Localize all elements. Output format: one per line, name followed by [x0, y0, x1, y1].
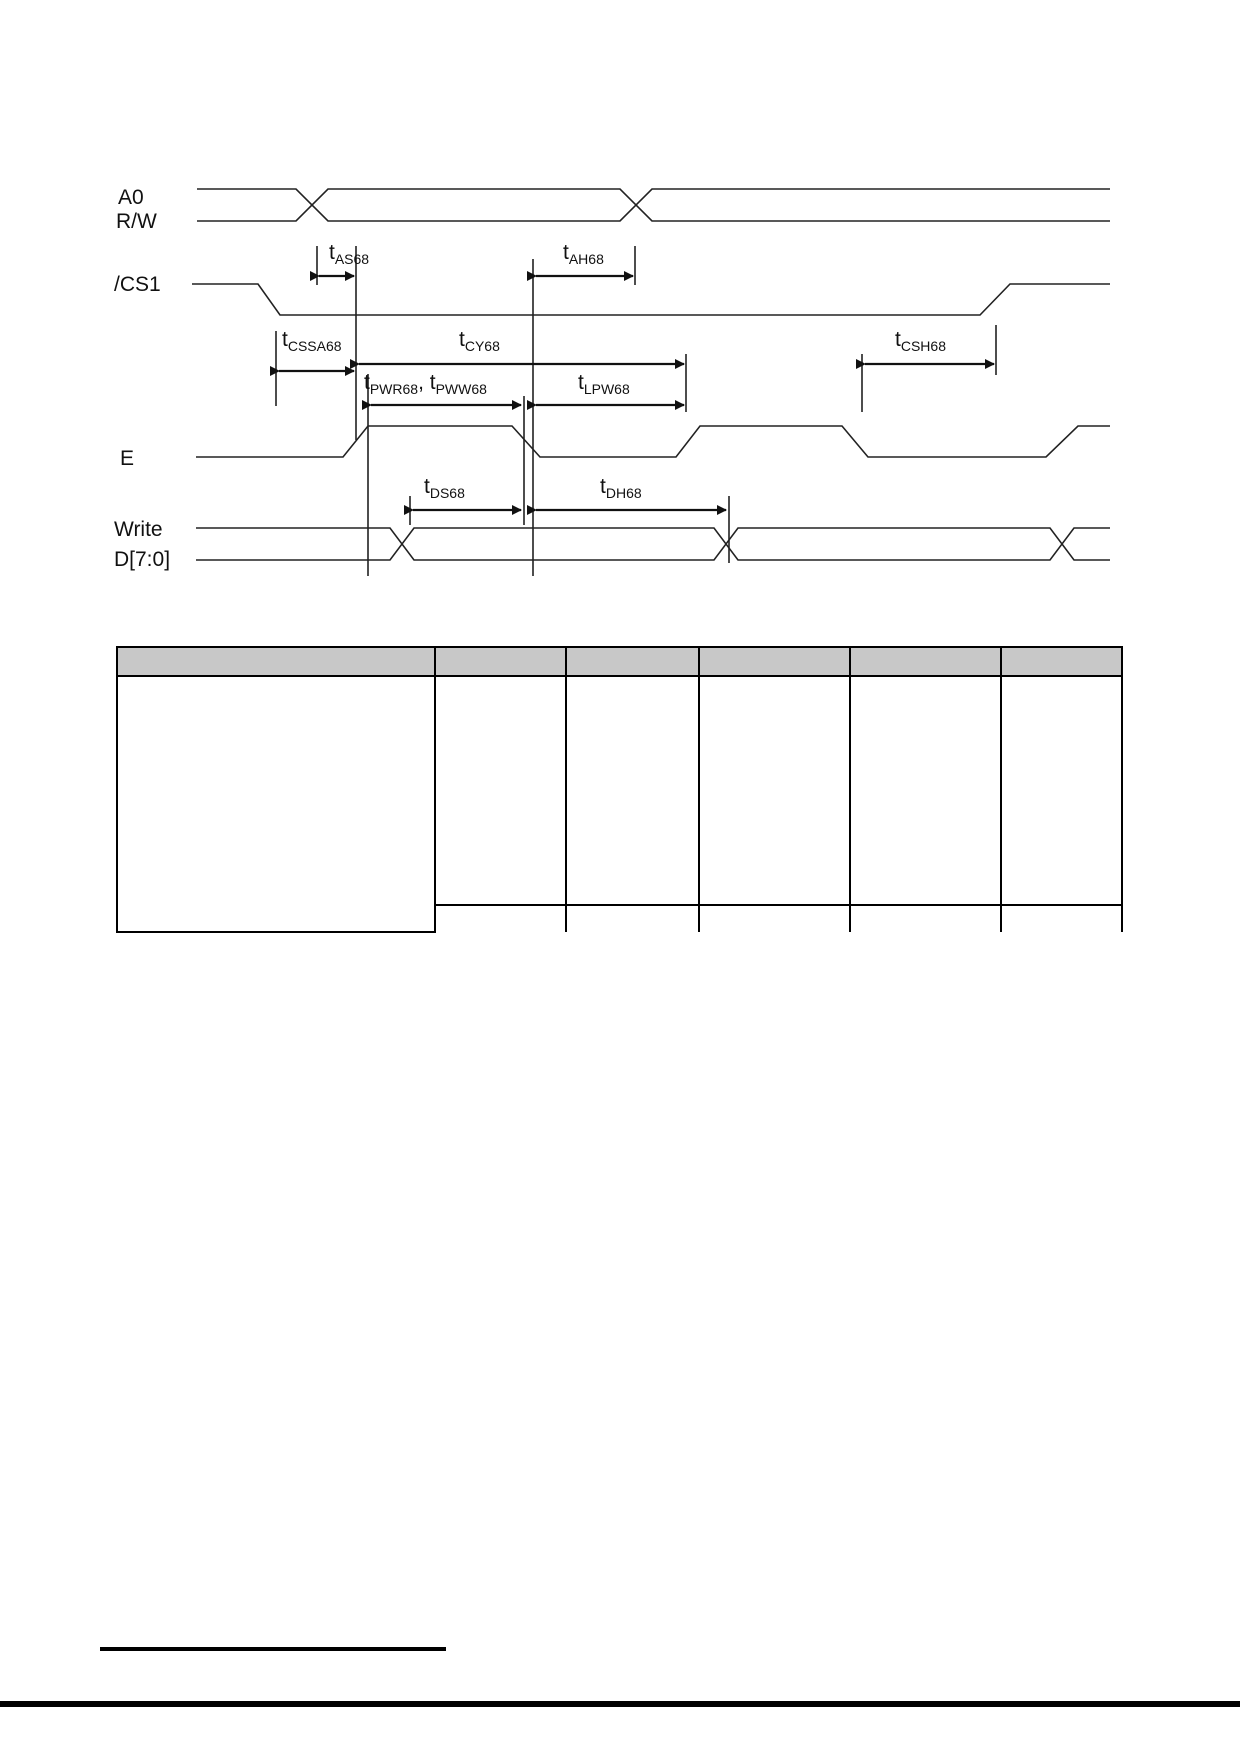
- signal-label-data: D[7:0]: [114, 548, 170, 571]
- e-waveform: [196, 425, 1110, 458]
- label-tcy68: tCY68: [459, 328, 500, 354]
- signal-label-e: E: [120, 447, 134, 470]
- table-header-cell: [434, 646, 567, 677]
- label-tpwr68-tpww68: tPWR68, tPWW68: [364, 371, 487, 397]
- table-row: [116, 675, 1123, 933]
- table-header-row: [116, 646, 1123, 677]
- timing-diagram: A0 R/W /CS1 E Write D[7:0]: [114, 186, 1110, 576]
- page-bottom-rule: [0, 1701, 1240, 1707]
- table-cell: [849, 903, 1002, 932]
- table-cell: [698, 903, 851, 932]
- table-cell: [565, 903, 700, 932]
- table-header-cell: [849, 646, 1002, 677]
- label-tah68: tAH68: [563, 241, 604, 267]
- label-tdh68: tDH68: [600, 475, 642, 501]
- label-tcsh68: tCSH68: [895, 328, 946, 354]
- table-cell: [116, 675, 436, 933]
- signal-label-a0: A0: [118, 186, 144, 209]
- label-tas68: tAS68: [329, 241, 369, 267]
- a0-rw-waveform: [197, 188, 1110, 222]
- table-cell: [698, 675, 851, 906]
- signal-label-write: Write: [114, 518, 163, 541]
- footnote-rule: [100, 1647, 446, 1651]
- table-cell: [1000, 675, 1123, 906]
- table-cell: [434, 675, 567, 906]
- label-tlpw68: tLPW68: [578, 371, 630, 397]
- table-header-cell: [1000, 646, 1123, 677]
- table-cell: [1000, 903, 1123, 932]
- label-tcssa68: tCSSA68: [282, 328, 342, 354]
- table-cell: [849, 675, 1002, 906]
- table-header-cell: [565, 646, 700, 677]
- label-tds68: tDS68: [424, 475, 465, 501]
- signal-label-rw: R/W: [116, 210, 157, 233]
- cs1-waveform: [192, 283, 1110, 316]
- timing-parameter-table: [116, 646, 1123, 933]
- table-header-cell: [698, 646, 851, 677]
- table-row: [117, 903, 1123, 932]
- table-cell: [434, 903, 567, 932]
- table-header-cell: [116, 646, 436, 677]
- table-cell: [565, 675, 700, 906]
- timing-reference-lines: [275, 246, 997, 576]
- signal-label-cs1: /CS1: [114, 273, 161, 296]
- data-waveform: [196, 527, 1110, 561]
- timing-arrows: [270, 271, 995, 515]
